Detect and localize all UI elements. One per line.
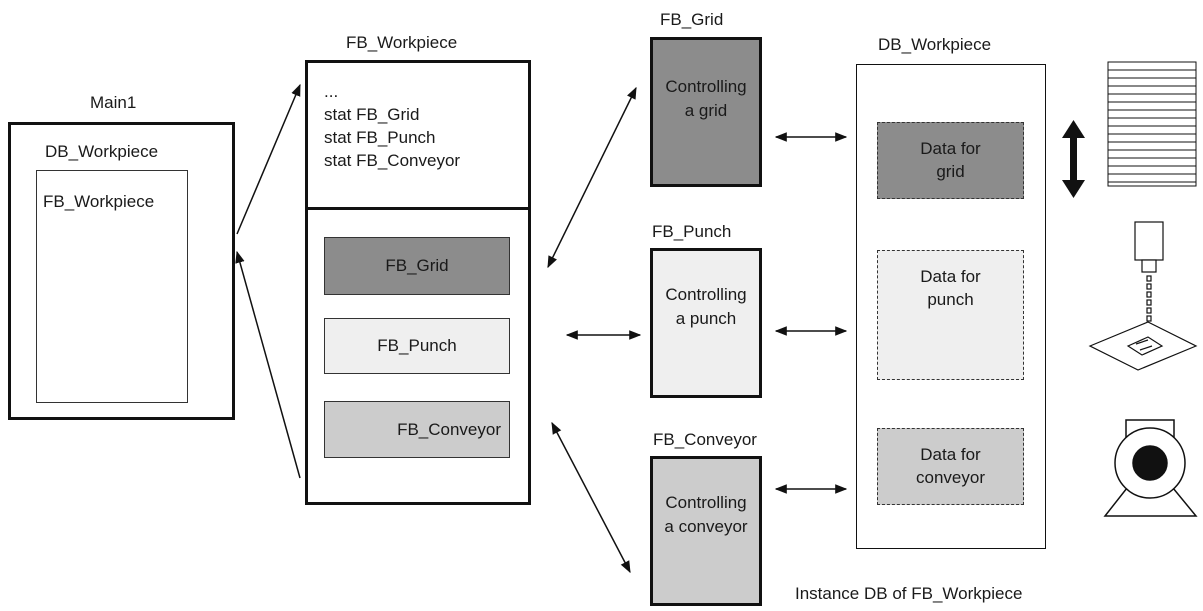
fb-conveyor-line1: Controlling <box>665 493 747 512</box>
arrow-workpiece-grid <box>547 86 637 269</box>
data-conveyor-line2: conveyor <box>916 468 985 487</box>
main1-fb-label: FB_Workpiece <box>43 192 155 211</box>
data-grid-line2: grid <box>936 162 965 181</box>
stat-line-grid: stat FB_Grid <box>324 105 420 124</box>
fb-punch-box: Controlling a punch <box>650 248 762 398</box>
arrow-workpiece-conveyor <box>551 421 631 574</box>
block-fb-punch: FB_Punch <box>324 318 510 374</box>
stat-ellipsis: ... <box>324 82 339 101</box>
conveyor-motor-icon <box>1103 419 1198 517</box>
data-conveyor-line1: Data for <box>920 445 981 464</box>
fb-workpiece-title: FB_Workpiece <box>346 33 458 52</box>
main1-title: Main1 <box>90 93 137 112</box>
arrow-fb-to-main <box>235 250 301 479</box>
fb-conveyor-title: FB_Conveyor <box>653 430 757 449</box>
block-fb-conveyor: FB_Conveyor <box>324 401 510 458</box>
fb-conveyor-box: Controlling a conveyor <box>650 456 762 606</box>
main1-fb-box: FB_Workpiece <box>36 170 188 403</box>
stat-line-conveyor: stat FB_Conveyor <box>324 151 461 170</box>
main1-db-label: DB_Workpiece <box>45 142 159 161</box>
data-for-conveyor: Data for conveyor <box>877 428 1024 505</box>
instance-db-caption: Instance DB of FB_Workpiece <box>795 584 1023 603</box>
punch-device-icon <box>1088 221 1198 371</box>
fb-grid-title: FB_Grid <box>660 10 724 29</box>
vertical-double-arrow-icon <box>1062 120 1085 198</box>
fb-workpiece-stat-section: ... stat FB_Grid stat FB_Punch stat FB_C… <box>305 60 531 210</box>
main1-box: DB_Workpiece FB_Workpiece <box>8 122 235 420</box>
fb-grid-line2: a grid <box>684 101 728 120</box>
db-workpiece-title: DB_Workpiece <box>878 35 992 54</box>
stat-line-punch: stat FB_Punch <box>324 128 436 147</box>
data-for-grid: Data for grid <box>877 122 1024 199</box>
fb-punch-line2: a punch <box>675 309 737 328</box>
fb-conveyor-line2: a conveyor <box>664 517 748 536</box>
arrow-main-to-fb <box>236 83 301 235</box>
fb-grid-line1: Controlling <box>665 77 747 96</box>
fb-grid-box: Controlling a grid <box>650 37 762 187</box>
grid-device-icon <box>1107 61 1197 187</box>
data-grid-line1: Data for <box>920 139 981 158</box>
fb-punch-title: FB_Punch <box>652 222 732 241</box>
fb-punch-line1: Controlling <box>665 285 747 304</box>
block-fb-grid: FB_Grid <box>324 237 510 295</box>
data-punch-line2: punch <box>927 290 974 309</box>
data-punch-line1: Data for <box>920 267 981 286</box>
data-for-punch: Data for punch <box>877 250 1024 380</box>
